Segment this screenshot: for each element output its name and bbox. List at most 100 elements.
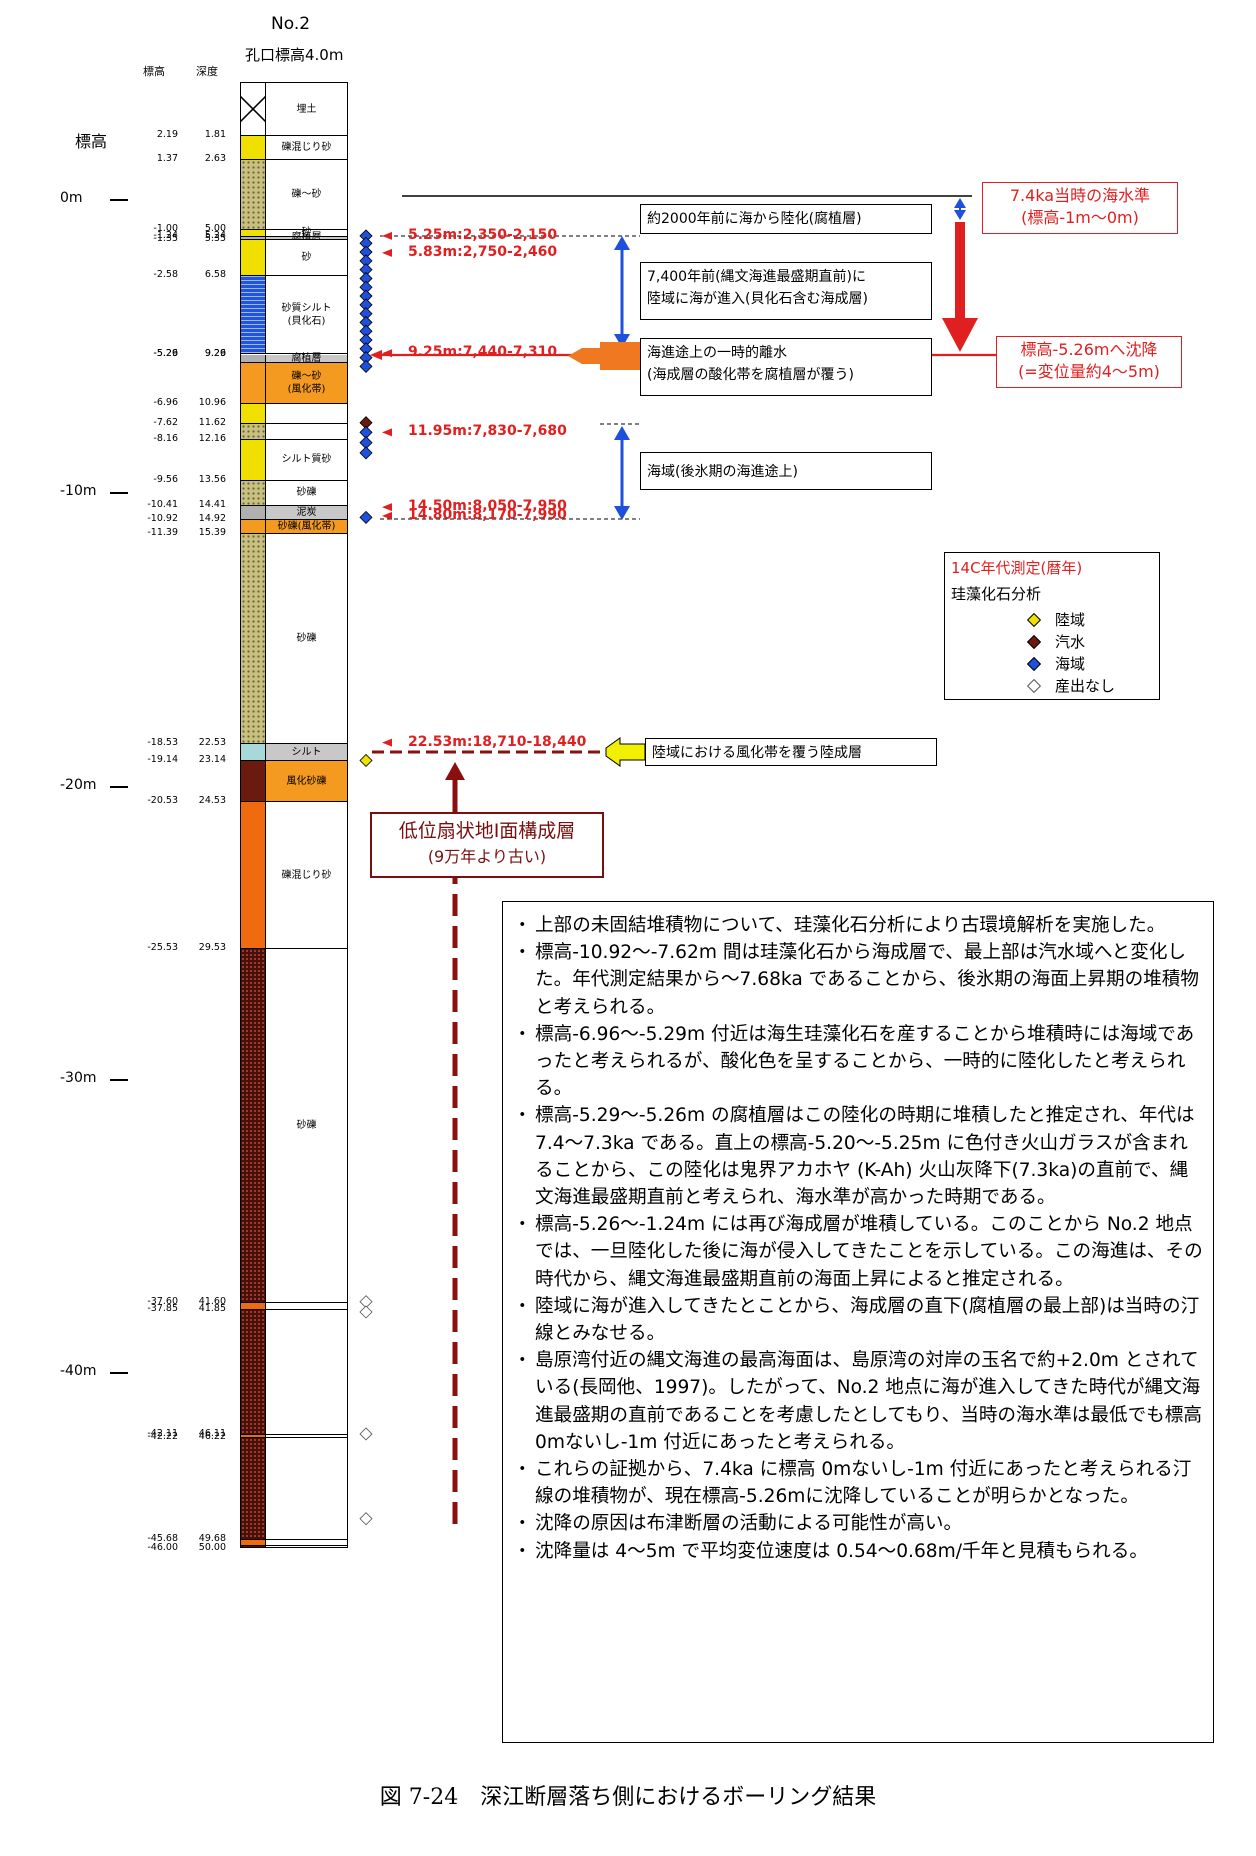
- boundary-depth: 6.58: [204, 268, 226, 280]
- brackish-diamond-icon: [1026, 634, 1042, 649]
- date-arrow: [382, 738, 392, 747]
- note-item: 上部の未固結堆積物について、珪藻化石分析により古環境解析を実施した。: [513, 912, 1203, 939]
- date-label: 5.25m:2,350-2,150: [408, 226, 558, 243]
- layer-pattern: [241, 136, 265, 161]
- legend-title: 14C年代測定(暦年): [951, 559, 1083, 577]
- layer-name: 礫～砂 (風化帯): [287, 371, 326, 396]
- diatom-marker: [359, 446, 373, 460]
- date-label: 5.83m:2,750-2,460: [408, 243, 558, 260]
- legend-item-label: 海域: [1055, 655, 1086, 673]
- axis-tick: [110, 1078, 128, 1081]
- axis-tick-label: -20m: [60, 776, 97, 793]
- layer-name: 腐植層: [291, 232, 322, 244]
- layer-name: シルト: [291, 746, 322, 758]
- layer-pattern: [241, 1434, 265, 1439]
- layer-cell: 砂礫: [265, 534, 347, 744]
- event-box-5: 陸域における風化帯を覆う陸成層: [645, 738, 937, 766]
- layer-pattern: [241, 1310, 265, 1435]
- boundary-elevation: -5.29: [153, 348, 178, 360]
- boundary-elevation: -10.92: [147, 513, 178, 525]
- axis-tick: [110, 785, 128, 788]
- date-arrows: [382, 231, 392, 747]
- layer-pattern: [241, 236, 265, 240]
- boundary-depth: 13.56: [198, 473, 226, 485]
- depth-column-header: 深度: [196, 65, 218, 78]
- layer-name: 砂: [301, 227, 312, 239]
- boundary-elevation: -37.85: [147, 1303, 178, 1315]
- layer-name: 砂: [301, 251, 312, 263]
- event-box-1: 約2000年前に海から陸化(腐植層): [640, 204, 932, 234]
- boundary-elevation: 2.19: [156, 129, 178, 141]
- layer-pattern: [241, 1546, 265, 1547]
- legend-item-label: 産出なし: [1055, 677, 1116, 695]
- diatom-marker: [359, 753, 373, 768]
- boundary-elevation: -1.24: [153, 229, 178, 241]
- boundary-elevation: -46.00: [147, 1542, 178, 1553]
- diatom-marker: [359, 359, 373, 373]
- layer-name: シルト質砂: [281, 454, 332, 466]
- diatom-markers: [359, 229, 373, 1526]
- diatom-marker: [359, 510, 373, 524]
- boundary-depth: 22.53: [198, 736, 226, 748]
- marine-diamond-icon: [1026, 656, 1042, 671]
- diatom-marker: [359, 1427, 373, 1441]
- event-box-3-line2: (海成層の酸化帯を腐植層が覆う): [647, 367, 854, 383]
- subsided-box-line2: (=変位量約4～5m): [1018, 362, 1160, 381]
- layer-cell: 砂礫: [265, 480, 347, 506]
- date-label: 11.95m:7,830-7,680: [408, 423, 567, 440]
- sea-level-box-line2: (標高-1m～0m): [1021, 208, 1139, 227]
- boundary-elevation: -42.22: [147, 1431, 178, 1443]
- note-item: 標高-5.26～-1.24m には再び海成層が堆積している。このことから No.…: [513, 1211, 1203, 1293]
- layer-cell: 礫～砂: [265, 160, 347, 230]
- layer-cell: [265, 1438, 347, 1540]
- legend-item-label: 汽水: [1055, 633, 1086, 651]
- note-item: 沈降量は 4～5m で平均変位速度は 0.54～0.68m/千年と見積もられる。: [513, 1538, 1203, 1565]
- layer-cell: 泥炭: [265, 505, 347, 521]
- boundary-depth: 5.00: [204, 222, 226, 234]
- boundary-depth: 14.41: [198, 498, 226, 510]
- event-box-3: 海進途上の一時的離水 (海成層の酸化帯を腐植層が覆う): [640, 338, 932, 396]
- date-arrow: [382, 349, 392, 358]
- layer-pattern: [241, 363, 265, 405]
- boundary-elevation: -37.60: [147, 1295, 178, 1307]
- boundary-depth: 46.22: [198, 1431, 226, 1443]
- layer-pattern: [241, 1302, 265, 1311]
- axis-tick-label: -30m: [60, 1069, 97, 1086]
- date-label: 14.80m:8,170-7,990: [408, 506, 567, 523]
- layer-cell: 腐植層: [265, 353, 347, 364]
- layer-pattern: [241, 534, 265, 744]
- note-item: 島原湾付近の縄文海進の最高海面は、島原湾の対岸の玉名で約+2.0m とされている…: [513, 1347, 1203, 1456]
- axis-tick-label: 0m: [60, 190, 83, 207]
- layer-name: 泥炭: [296, 506, 317, 518]
- date-label: 22.53m:18,710-18,440: [408, 733, 587, 750]
- layer-pattern: [241, 439, 265, 481]
- layer-pattern: [241, 802, 265, 949]
- diatom-marker: [359, 1305, 373, 1319]
- layer-cell: 砂: [265, 227, 347, 238]
- sea-level-box-line1: 7.4ka当時の海水準: [1009, 186, 1151, 205]
- layer-pattern: [241, 743, 265, 762]
- boundary-elevation: -25.53: [147, 941, 178, 953]
- layer-cell: 礫混じり砂: [265, 136, 347, 161]
- layer-cell: 腐植層: [265, 232, 347, 243]
- boundary-elevation: -19.14: [147, 754, 178, 766]
- layer-cell: [265, 404, 347, 424]
- boundary-elevation: -6.96: [153, 397, 178, 409]
- axis-tick: [110, 199, 128, 202]
- boundary-elevation: -1.35: [153, 232, 178, 244]
- note-item: 標高-6.96～-5.29m 付近は海生珪藻化石を産することから堆積時には海域で…: [513, 1021, 1203, 1103]
- layer-name: 礫混じり砂: [281, 142, 332, 154]
- layer-pattern: [241, 355, 265, 363]
- boundary-depth: 2.63: [204, 153, 226, 165]
- subsided-box-line1: 標高-5.26mへ沈降: [1020, 340, 1158, 359]
- note-item: 標高-10.92～-7.62m 間は珪藻化石から海成層で、最上部は汽水域へと変化…: [513, 939, 1203, 1021]
- boundary-elevation: -45.68: [147, 1532, 178, 1544]
- layer-cell: 砂: [265, 239, 347, 276]
- event-box-2-line1: 7,400年前(縄文海進最盛期直前)に: [647, 269, 867, 285]
- legend-item: 海域: [1026, 653, 1086, 674]
- boundary-elevation: -9.56: [153, 473, 178, 485]
- layer-cell: シルト質砂: [265, 439, 347, 481]
- layer-cell: 砂礫: [265, 948, 347, 1303]
- date-label: 9.25m:7,440-7,310: [408, 344, 558, 361]
